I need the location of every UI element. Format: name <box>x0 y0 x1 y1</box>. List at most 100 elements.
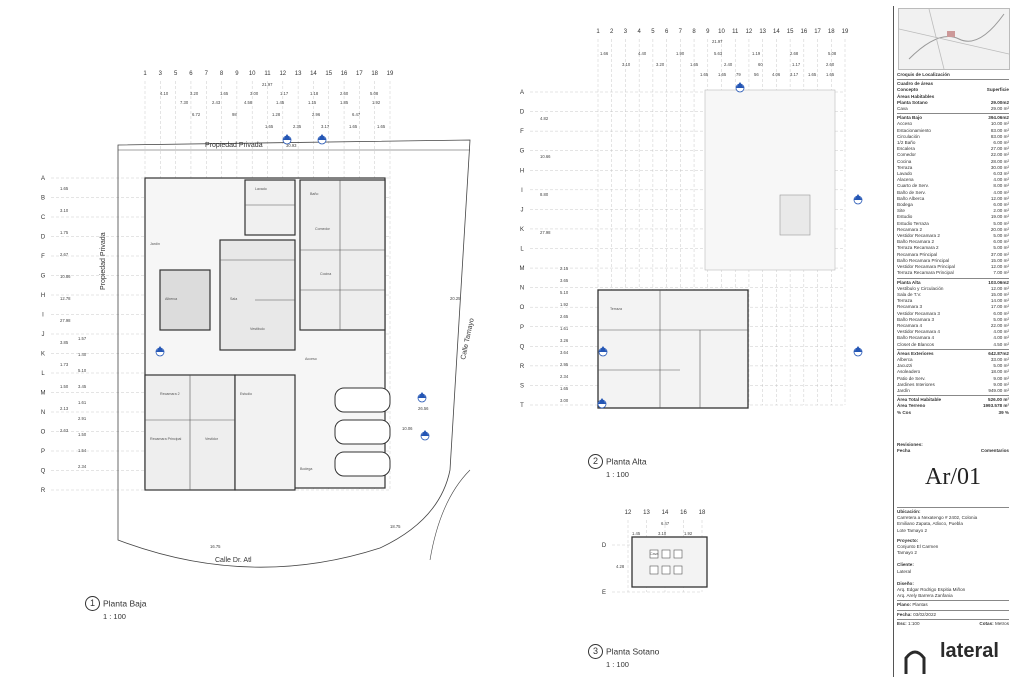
dim-baja-top: 1.17 <box>280 91 289 96</box>
dim-alta-left: 3.64 <box>560 350 569 355</box>
grid-label-row: C <box>41 215 46 221</box>
plan-number: 2 <box>588 454 603 469</box>
dim-alta-top: 4.06 <box>772 72 781 77</box>
client-label: Cliente: <box>897 562 914 568</box>
title-block: Croquis de Localización Cuadro de áreas … <box>893 6 1012 677</box>
areas-col-surface: Superficie <box>986 87 1009 93</box>
grid-label-row: L <box>520 247 524 253</box>
section-marker-arrow <box>283 134 291 140</box>
grid-label-col: 15 <box>325 71 332 77</box>
dim-baja-left: 27.98 <box>60 318 71 323</box>
plan-label: Plano: <box>897 602 912 608</box>
grid-label-col: 2 <box>610 29 614 35</box>
dim-misc: 18.75 <box>390 524 401 529</box>
grid-label-col: 1 <box>143 71 147 77</box>
dim-baja-top: 3.17 <box>321 124 330 129</box>
dim-baja-top: 5.08 <box>370 91 379 96</box>
grid-label-row: D <box>602 543 607 549</box>
dim-sot-top: 3.10 <box>658 531 667 536</box>
service-block <box>244 179 296 236</box>
dim-alta-top: 3.20 <box>656 62 665 67</box>
living-block <box>219 239 296 351</box>
grid-label-col: 17 <box>814 29 821 35</box>
location-map <box>898 8 1010 70</box>
dim-alta-top: 1.65 <box>718 72 727 77</box>
label-prop-left: Propiedad Privada <box>100 232 107 290</box>
grid-label-col: 13 <box>295 71 302 77</box>
sheet-code: Ar/01 <box>925 464 981 490</box>
room-label: Cocina <box>320 272 331 276</box>
dim-baja-top: 1.65 <box>220 91 229 96</box>
grid-label-col: 3 <box>624 29 628 35</box>
label-prop-top: Propiedad Privada <box>205 142 263 149</box>
grid-label-col: 18 <box>699 510 706 516</box>
dim-sot-side: 4.28 <box>616 564 625 569</box>
pool-area <box>159 269 211 331</box>
dim-baja-top: 2.43 <box>212 100 221 105</box>
grid-label-row: Q <box>520 344 525 350</box>
ground-shadow <box>704 89 836 271</box>
dim-baja-left: 1.65 <box>60 186 69 191</box>
areas-subtitle: Áreas Habitables <box>897 93 935 99</box>
plan-number: 1 <box>85 596 100 611</box>
room-label: Baño <box>310 192 318 196</box>
room-label: Sala <box>230 297 237 301</box>
plan-name: Planta Baja <box>103 598 147 609</box>
dim-baja-left: 2.63 <box>60 428 69 433</box>
location-label: Ubicación: <box>897 509 921 514</box>
grid-label-row: I <box>42 313 44 319</box>
grid-label-row: S <box>520 383 524 389</box>
dining-block <box>299 179 386 331</box>
grid-label-col: 10 <box>718 29 725 35</box>
dim-baja-top: 4.58 <box>244 100 253 105</box>
dim-baja-top: 1.65 <box>349 124 358 129</box>
grid-label-col: 14 <box>773 29 780 35</box>
dim-baja-left: 1.57 <box>78 336 87 341</box>
grid-label-col: 12 <box>279 71 286 77</box>
planta-sotano-building <box>631 536 708 588</box>
grid-label-row: A <box>520 90 524 96</box>
grid-label-col: 10 <box>249 71 256 77</box>
plan-scale: 1 : 100 <box>103 612 126 621</box>
grid-label-col: 13 <box>759 29 766 35</box>
grid-label-row: N <box>41 410 45 416</box>
section-marker-arrow <box>854 194 862 200</box>
plan-name: Planta Alta <box>606 456 647 467</box>
dim-alta-left: 2.95 <box>560 362 569 367</box>
grid-label-col: 18 <box>371 71 378 77</box>
dim-baja-left: 1.50 <box>78 432 87 437</box>
section-marker-arrow <box>736 82 744 88</box>
section-marker-arrow <box>418 392 426 398</box>
plan-scale: 1 : 100 <box>606 660 629 669</box>
label-street-bottom: Calle Dr. Atl <box>215 557 252 564</box>
room-label: Vestibulo <box>250 327 265 331</box>
brand-name: lateral <box>940 640 999 662</box>
dim-sot-top: 1.45 <box>632 531 641 536</box>
brand-arch-icon <box>904 650 926 674</box>
grid-label-col: 19 <box>842 29 849 35</box>
room-label: Alberca <box>165 297 177 301</box>
upper-floor-footprint <box>597 289 749 409</box>
planta-baja-site <box>117 139 471 568</box>
dim-baja-left: 3.10 <box>60 208 69 213</box>
